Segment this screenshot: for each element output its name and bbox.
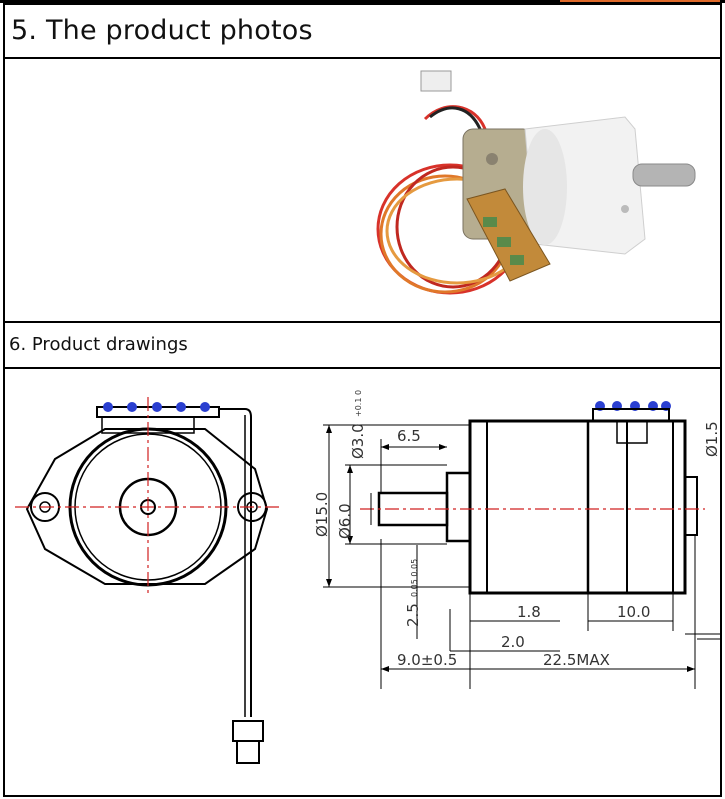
product-drawing-panel: 6.5 Ø3.0 +0.1 0 Ø15.0 Ø6.0 2.5 0.05 0.05… (3, 367, 722, 797)
dim-9: 9.0±0.5 (397, 651, 457, 669)
dim-1-8: 1.8 (517, 603, 541, 621)
dim-shaft-length: 6.5 (397, 427, 421, 445)
section-header-drawings: 6. Product drawings (3, 321, 722, 367)
section-header-photos: 5. The product photos (3, 3, 722, 57)
section-title-drawings: 6. Product drawings (9, 334, 188, 355)
dim-hole-tolerance: +0.1 0 (354, 390, 363, 417)
front-view (15, 397, 280, 764)
top-border (0, 0, 725, 3)
section-title-photos: 5. The product photos (11, 15, 313, 46)
dim-max: 22.5MAX (543, 651, 610, 669)
technical-drawing: 6.5 Ø3.0 +0.1 0 Ø15.0 Ø6.0 2.5 0.05 0.05… (15, 390, 721, 764)
dim-10: 10.0 (617, 603, 650, 621)
motor-photo (376, 70, 696, 295)
circuit-board (466, 188, 551, 282)
side-view (323, 401, 720, 689)
wire-connector (420, 70, 452, 92)
dim-hole-diameter: Ø3.0 (349, 423, 367, 459)
dim-side-diameter: Ø1.5 (703, 421, 720, 457)
output-shaft (632, 163, 696, 187)
dim-offset-tolerance: 0.05 0.05 (410, 559, 419, 597)
dim-shaft-diameter: Ø6.0 (336, 503, 354, 539)
product-photo-panel (3, 57, 722, 321)
pin-markers (103, 402, 210, 412)
dim-body-diameter: Ø15.0 (313, 492, 331, 537)
dim-2-0: 2.0 (501, 633, 525, 651)
dim-offset: 2.5 (404, 603, 422, 627)
accent-line (560, 0, 720, 2)
